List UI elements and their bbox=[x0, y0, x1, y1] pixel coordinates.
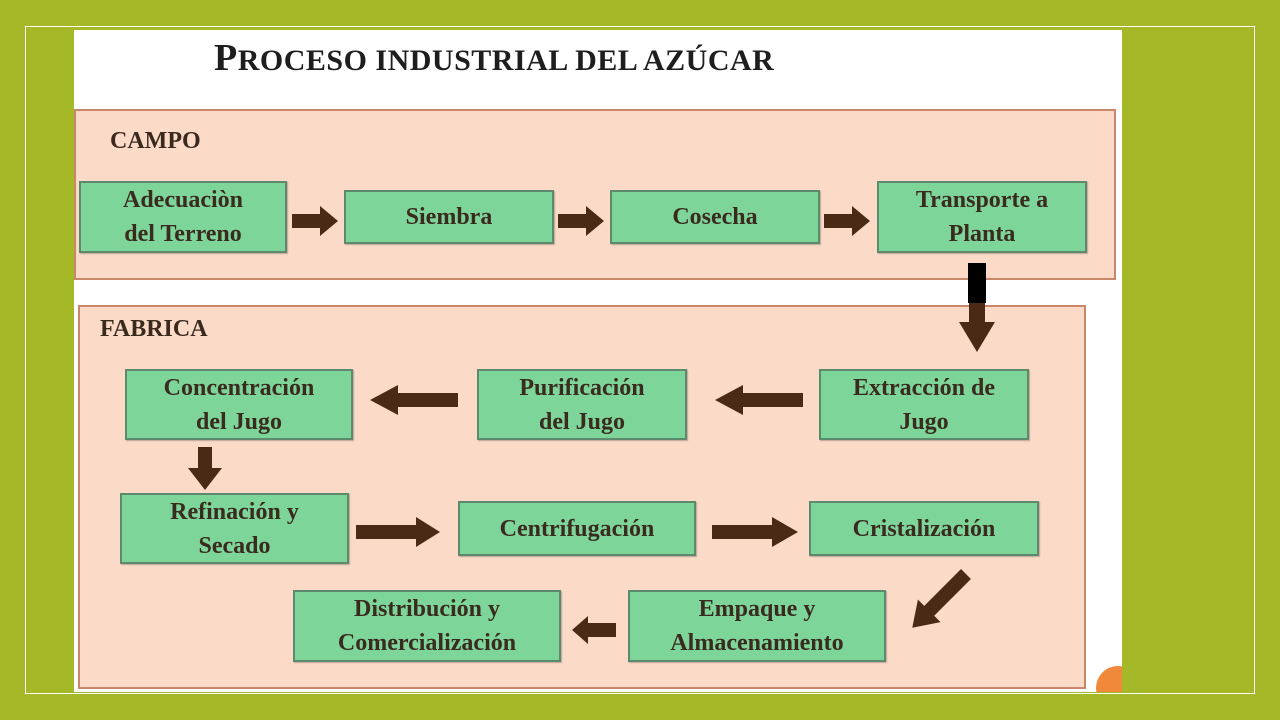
step-adecuacion: Adecuaciòn del Terreno bbox=[79, 181, 287, 253]
step-refinacion-label: Refinación y Secado bbox=[170, 498, 299, 559]
step-concentracion: Concentración del Jugo bbox=[125, 369, 353, 440]
step-purificacion: Purificación del Jugo bbox=[477, 369, 687, 440]
step-transporte-label: Transporte a Planta bbox=[915, 187, 1049, 247]
step-concentracion-label: Concentración del Jugo bbox=[163, 374, 315, 435]
step-extraccion-label: Extracción de Jugo bbox=[853, 374, 995, 435]
step-cosecha: Cosecha bbox=[610, 190, 820, 244]
step-extraccion: Extracción de Jugo bbox=[819, 369, 1029, 440]
title-rest: ROCESO INDUSTRIAL DEL AZÚCAR bbox=[237, 44, 775, 77]
campo-label: CAMPO bbox=[110, 128, 201, 154]
step-siembra: Siembra bbox=[344, 190, 554, 244]
fabrica-label: FABRICA bbox=[100, 316, 208, 342]
step-siembra-label: Siembra bbox=[405, 204, 493, 230]
page-title: PROCESO INDUSTRIAL DEL AZÚCAR bbox=[214, 36, 774, 80]
step-adecuacion-label: Adecuaciòn del Terreno bbox=[123, 187, 243, 247]
step-centrifugacion-label: Centrifugación bbox=[499, 515, 655, 542]
step-distribucion-label: Distribución y Comercialización bbox=[337, 596, 517, 656]
step-refinacion: Refinación y Secado bbox=[120, 493, 349, 564]
step-centrifugacion: Centrifugación bbox=[458, 501, 696, 556]
corner-decoration bbox=[1060, 640, 1122, 692]
step-cristalizacion: Cristalización bbox=[809, 501, 1039, 556]
step-empaque: Empaque y Almacenamiento bbox=[628, 590, 886, 662]
slide-frame bbox=[25, 26, 1255, 694]
step-transporte: Transporte a Planta bbox=[877, 181, 1087, 253]
step-cristalizacion-label: Cristalización bbox=[852, 515, 996, 542]
step-empaque-label: Empaque y Almacenamiento bbox=[670, 596, 844, 656]
step-distribucion: Distribución y Comercialización bbox=[293, 590, 561, 662]
title-initial: P bbox=[214, 37, 238, 79]
step-purificacion-label: Purificación del Jugo bbox=[519, 374, 645, 435]
step-cosecha-label: Cosecha bbox=[672, 204, 758, 230]
